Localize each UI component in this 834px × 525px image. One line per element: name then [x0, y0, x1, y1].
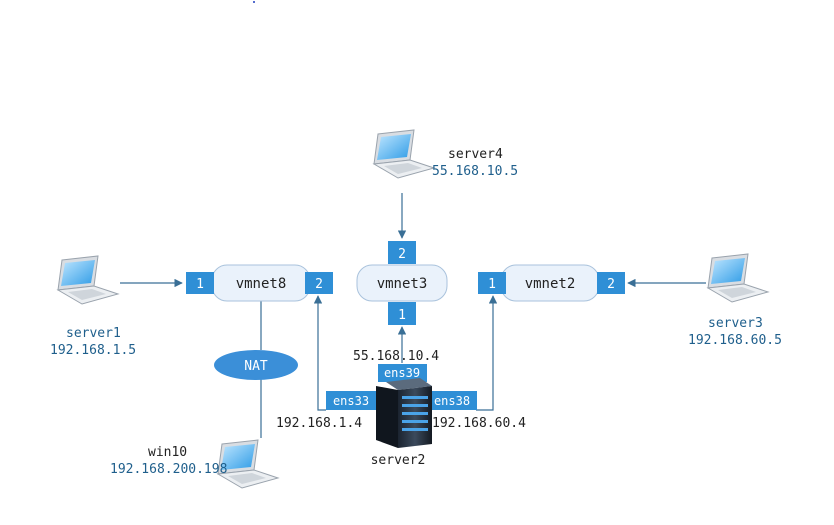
port-box [388, 241, 416, 264]
switch-label: vmnet8 [236, 276, 287, 292]
port-box [388, 302, 416, 325]
laptop-icon [373, 129, 435, 179]
server3-ip: 192.168.60.5 [688, 333, 782, 348]
port-label: 1 [196, 277, 204, 292]
server2-name: server2 [371, 453, 426, 468]
port-label: 2 [607, 277, 615, 292]
speck [253, 1, 255, 3]
link-ens33-vmnet8 [313, 295, 326, 411]
nat-ellipse [214, 350, 298, 380]
port-label: 2 [315, 277, 323, 292]
laptop-icon [57, 255, 119, 305]
interface-label: ens33 [333, 394, 369, 408]
interface-box [378, 364, 427, 382]
server1-name: server1 [66, 326, 121, 341]
interface-ens33: ens33 192.168.1.4 [276, 391, 376, 431]
nat-node: NAT [214, 350, 298, 380]
switch-vmnet2: vmnet2 1 2 [478, 264, 625, 302]
interface-box [326, 391, 376, 410]
port-box [478, 272, 506, 294]
interface-box [428, 391, 477, 410]
server-tower-icon [376, 378, 432, 448]
interface-label: ens39 [384, 366, 420, 380]
port-box [186, 272, 214, 294]
switch-body [356, 264, 448, 302]
interface-ip: 192.168.1.4 [276, 416, 362, 431]
port-label: 2 [398, 247, 406, 262]
switch-label: vmnet3 [377, 276, 428, 292]
nat-label: NAT [244, 359, 268, 374]
switch-vmnet8: vmnet8 1 2 [186, 264, 333, 302]
win10-ip: 192.168.200.198 [110, 462, 227, 477]
interface-label: ens38 [434, 394, 470, 408]
switch-vmnet3: vmnet3 2 1 [356, 241, 448, 325]
port-label: 1 [398, 308, 406, 323]
port-label: 1 [488, 277, 496, 292]
port-box [597, 272, 625, 294]
server1-ip: 192.168.1.5 [50, 343, 136, 358]
interface-ip: 192.168.60.4 [432, 416, 526, 431]
interface-ip: 55.168.10.4 [353, 349, 439, 364]
switch-label: vmnet2 [525, 276, 576, 292]
server4-name: server4 [448, 147, 503, 162]
laptop-icon [707, 253, 769, 303]
win10-name: win10 [148, 445, 187, 460]
server3-name: server3 [708, 316, 763, 331]
link-ens38-vmnet2 [476, 295, 498, 411]
interface-ens38: ens38 192.168.60.4 [428, 391, 526, 431]
port-box [305, 272, 333, 294]
server4-ip: 55.168.10.5 [432, 164, 518, 179]
interface-ens39: ens39 55.168.10.4 [353, 349, 439, 382]
